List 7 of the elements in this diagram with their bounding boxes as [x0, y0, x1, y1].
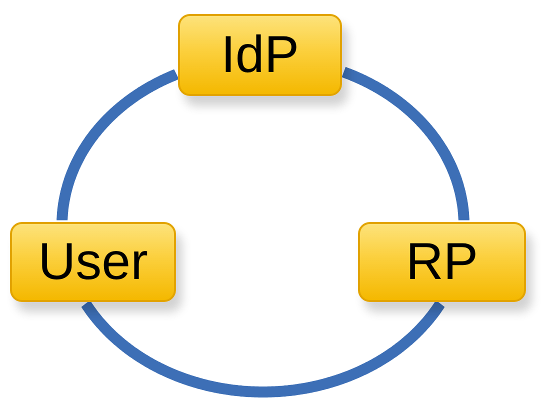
- node-label: User: [38, 236, 148, 288]
- process-box: [358, 222, 526, 302]
- node-label: IdP: [220, 29, 300, 81]
- process-box: [10, 222, 176, 302]
- process-box: [178, 14, 342, 96]
- connector-arc: [80, 299, 446, 398]
- node-label: RP: [406, 236, 478, 288]
